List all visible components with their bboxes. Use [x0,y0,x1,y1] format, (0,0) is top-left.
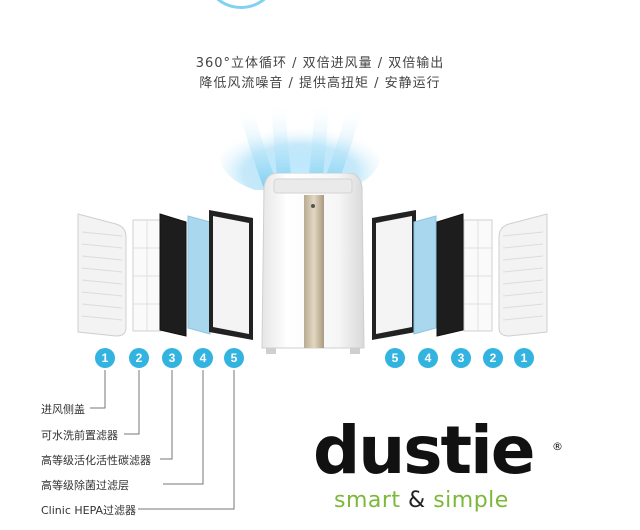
feature-line-1: 360°立体循环 / 双倍进风量 / 双倍输出 [195,56,445,71]
badge-right-3: 3 [451,348,471,368]
badge-right-2: 2 [483,348,503,368]
badge-left-3: 3 [162,348,182,368]
registered-mark: ® [552,440,563,453]
badge-left-5: 5 [224,348,244,368]
label-hepa-filter: Clinic HEPA过滤器 [41,504,137,517]
badge-right-5: 5 [385,348,405,368]
side-cover-right [498,213,548,337]
tagline-smart: smart [334,488,401,513]
label-carbon-filter: 高等级活化活性碳滤器 [41,454,151,467]
antibacterial-filter-left [187,215,211,335]
hepa-filter-right [372,210,416,340]
label-antibacterial-layer: 高等级除菌过滤层 [41,479,129,492]
brand-tagline: smart & simple [334,488,509,513]
prefilter-right [463,219,493,332]
air-purifier-unit [261,173,365,354]
tagline-simple: simple [433,488,509,513]
label-washable-prefilter: 可水洗前置滤器 [41,429,118,442]
carbon-filter-left [159,213,187,337]
side-cover-left [77,213,127,337]
badge-left-4: 4 [193,348,213,368]
badge-left-2: 2 [129,348,149,368]
carbon-filter-right [436,213,464,337]
badge-right-4: 4 [418,348,438,368]
badge-right-1: 1 [514,348,534,368]
feature-line-2: 降低风流噪音 / 提供高扭矩 / 安静运行 [199,76,441,91]
tagline-ampersand: & [408,488,426,513]
brand-logo: dustie [313,412,535,489]
prefilter-left [132,219,162,332]
hepa-filter-left [209,210,253,340]
antibacterial-filter-right [413,215,437,335]
badge-left-1: 1 [95,348,115,368]
label-side-cover: 进风侧盖 [41,403,85,416]
